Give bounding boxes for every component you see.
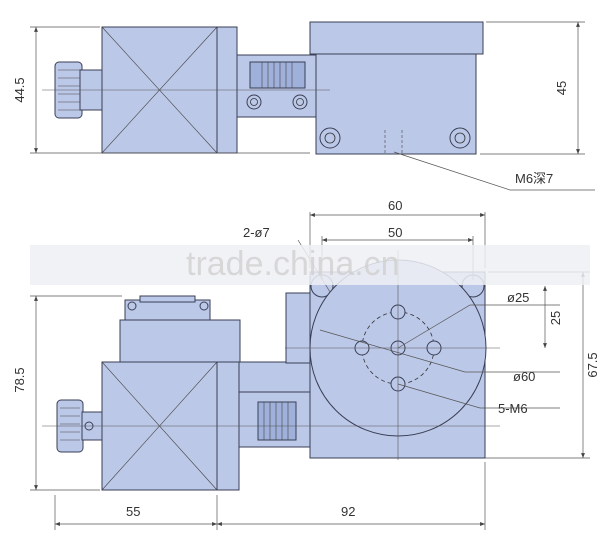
screw-head — [246, 94, 262, 110]
dim-dia-25: ø25 — [507, 290, 529, 305]
screw-head — [292, 94, 308, 110]
bridge — [238, 361, 320, 393]
dim-25: 25 — [548, 311, 563, 325]
stage-body — [315, 53, 477, 155]
dim-45: 45 — [554, 81, 569, 95]
dim-dia-60: ø60 — [513, 369, 535, 384]
thread-note-m6: M6深7 — [515, 171, 553, 186]
dim-44-5: 44.5 — [12, 77, 27, 102]
hole-note-2-d7: 2-ø7 — [243, 225, 270, 240]
motor-box-top — [119, 319, 241, 363]
connector — [124, 299, 211, 323]
mount-hole — [319, 127, 341, 149]
connector-cap — [139, 295, 196, 303]
coupling-plan — [257, 401, 297, 441]
dim-78-5: 78.5 — [12, 367, 27, 392]
watermark-band — [30, 245, 590, 285]
plan-view — [30, 212, 590, 530]
dim-55: 55 — [126, 504, 140, 519]
dim-92: 92 — [341, 504, 355, 519]
coupling — [249, 61, 306, 89]
mount-hole — [449, 127, 471, 149]
thread-note-5-m6: 5-M6 — [498, 401, 528, 416]
watermark: trade.china.cn — [186, 245, 400, 283]
stage-top-plate — [309, 21, 484, 55]
dim-67-5: 67.5 — [585, 352, 600, 377]
side-view — [30, 21, 595, 191]
dim-60: 60 — [388, 198, 402, 213]
dim-50: 50 — [388, 225, 402, 240]
